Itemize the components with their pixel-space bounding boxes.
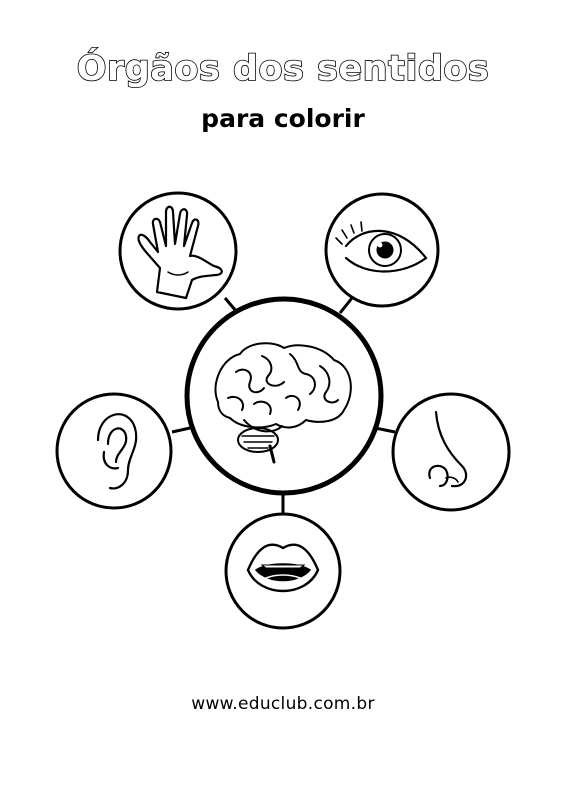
mouth-icon — [246, 543, 320, 593]
ear-circle — [55, 392, 173, 510]
nose-circle — [391, 392, 511, 512]
nose-icon — [428, 410, 468, 488]
eye-circle — [324, 192, 440, 308]
page-title: Órgãos dos sentidos — [76, 49, 490, 89]
mouth-circle — [224, 512, 342, 630]
eye-icon — [335, 221, 428, 273]
hand-circle — [118, 191, 238, 311]
brain-icon — [214, 342, 352, 464]
brain-circle — [184, 296, 384, 496]
hand-icon — [137, 205, 223, 300]
website-footer: www.educlub.com.br — [191, 694, 375, 714]
ear-icon — [96, 413, 138, 490]
page-subtitle: para colorir — [201, 104, 365, 133]
